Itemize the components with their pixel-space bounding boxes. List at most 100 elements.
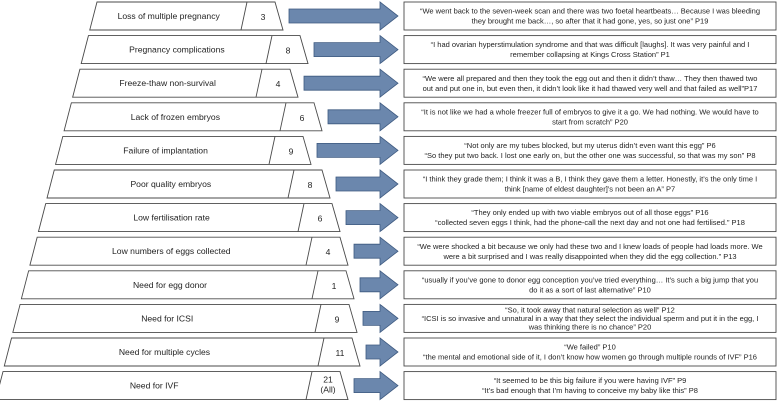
row-3-quote-box — [403, 68, 777, 98]
row-10-quote-line-1: “So, it took away that natural selection… — [505, 305, 675, 314]
row-11-arrow — [365, 337, 399, 367]
row-4-arrow — [327, 101, 399, 132]
row-5-count: 9 — [289, 146, 294, 156]
row-7-arrow — [345, 202, 399, 233]
row-11-divider — [317, 337, 325, 367]
row-10-arrow — [362, 303, 399, 334]
row-11-label: Need for multiple cycles — [119, 347, 210, 357]
row-12-label: Need for IVF — [130, 381, 179, 391]
row-6-label-box — [46, 169, 331, 199]
row-5-label-box — [54, 135, 312, 165]
row-3-label: Freeze-thaw non-survival — [119, 78, 216, 88]
row-8-arrow — [353, 236, 399, 267]
row-8-label-box — [29, 236, 349, 266]
row-6-count: 8 — [308, 180, 313, 190]
row-10-quote-box — [403, 303, 777, 333]
row-9-arrow — [359, 269, 399, 300]
row-5-quote-box — [403, 135, 777, 165]
row-12-quote-box — [403, 371, 777, 401]
row-2: Pregnancy complications 8 “I had ovarian h… — [80, 34, 777, 65]
row-3-label-box — [72, 68, 299, 98]
row-3-arrow — [303, 68, 399, 99]
row-2-quote-box — [403, 35, 777, 65]
row-7-label: Low fertilisation rate — [133, 213, 210, 223]
row-11-count: 11 — [336, 348, 345, 358]
row-1-quote-line-2: they brought me back…, so after that it … — [472, 17, 709, 26]
row-1-label-box — [89, 1, 284, 31]
row-8-quote-line-2: were a bit surprised and I was really di… — [442, 252, 736, 261]
row-6-divider — [287, 169, 295, 199]
row-10-divider — [314, 304, 322, 333]
row-12: Need for IVF 21(All) “It seemed to be this… — [0, 370, 777, 401]
row-3-divider — [255, 69, 263, 98]
row-12-label-box — [0, 371, 349, 401]
row-2-arrow — [313, 34, 399, 65]
row-12-divider — [305, 371, 313, 400]
row-4-quote-line-1: “It is not like we had a whole freezer f… — [421, 107, 758, 116]
row-1-quote-box — [403, 1, 777, 31]
row-8-quote-line-1: “We were shocked a bit because we only h… — [417, 242, 762, 251]
row-7-count: 6 — [318, 214, 323, 224]
row-9-quote-box — [403, 270, 777, 300]
row-4-count: 6 — [300, 113, 305, 123]
row-11: Need for multiple cycles 11 “We failed” P1… — [3, 337, 777, 367]
row-7-quote-line-2: “collected seven eggs I think, had the p… — [435, 218, 745, 227]
row-12-quote-line-2: “It’s bad enough that I’m having to conc… — [482, 386, 698, 395]
row-9: Need for egg donor 1 “usually if you’ve go… — [20, 269, 777, 300]
row-5-quote-line-1: “Not only are my tubes blocked, but my u… — [464, 141, 715, 150]
row-5: Failure of implantation 9 “Not only are my… — [54, 135, 777, 166]
row-2-quote-line-1: “I had ovarian hyperstimulation syndrome… — [431, 40, 750, 49]
row-1-arrow — [288, 1, 399, 31]
row-1-quote-line-1: “We went back to the seven-week scan and… — [420, 7, 760, 16]
row-4-quote-box — [403, 102, 777, 132]
row-2-quote-line-2: remember collapsing at Kings Cross Stati… — [510, 50, 670, 59]
row-3-quote-line-1: “We were all prepared and then they took… — [423, 74, 758, 83]
row-6-quote-line-2: think [name of eldest daughter]’s not be… — [505, 185, 675, 194]
row-5-quote-line-2: “So they put two back. I lost one early … — [424, 151, 755, 160]
row-10-label-box — [12, 303, 358, 333]
row-6-quote-line-1: “I think they grade them; I think it was… — [423, 175, 757, 184]
row-9-quote-line-2: do it as a sort of last alternative” P10 — [529, 285, 651, 294]
row-7-divider — [297, 203, 305, 232]
row-10-quote-line-3: was thinking there is no chance” P20 — [528, 323, 652, 332]
row-1-divider — [240, 1, 248, 31]
row-5-arrow — [316, 135, 399, 166]
row-6-label: Poor quality embryos — [130, 179, 211, 189]
row-6-arrow — [335, 169, 399, 199]
row-10-label: Need for ICSI — [141, 313, 193, 323]
row-9-divider — [311, 270, 319, 299]
row-2-divider — [265, 35, 273, 64]
row-11-quote-line-1: “We failed” P10 — [564, 343, 616, 352]
row-3-count: 4 — [276, 79, 281, 89]
row-8-label: Low numbers of eggs collected — [112, 246, 231, 256]
row-2-label: Pregnancy complications — [129, 45, 225, 55]
row-4-divider — [279, 102, 287, 131]
row-12-quote-line-1: “It seemed to be this big failure if you… — [494, 376, 687, 385]
row-9-label: Need for egg donor — [133, 280, 207, 290]
row-9-quote-line-1: “usually if you’ve gone to donor egg con… — [422, 275, 758, 284]
row-11-quote-line-2: “the mental and emotional side of it, I … — [423, 353, 757, 362]
row-8-count: 4 — [326, 247, 331, 257]
row-2-label-box — [80, 35, 309, 65]
row-12-count: 21(All) — [320, 375, 335, 395]
row-9-count: 1 — [332, 281, 337, 291]
row-6: Poor quality embryos 8 “I think they grade… — [46, 169, 777, 199]
row-2-count: 8 — [286, 46, 291, 56]
row-4-label-box — [63, 102, 323, 132]
row-3: Freeze-thaw non-survival 4 “We were all pr… — [72, 68, 777, 99]
row-11-label-box — [3, 337, 361, 367]
row-6-quote-box — [403, 169, 777, 199]
row-5-label: Failure of implantation — [123, 145, 208, 155]
row-11-quote-box — [403, 337, 777, 367]
row-7-quote-box — [403, 203, 777, 233]
row-4-quote-line-2: start from scratch” P20 — [552, 117, 628, 126]
row-8-divider — [305, 237, 313, 266]
row-9-label-box — [20, 270, 355, 300]
row-3-quote-line-2: out and put one in, but even then, it di… — [423, 84, 758, 93]
row-1-count: 3 — [261, 12, 266, 22]
